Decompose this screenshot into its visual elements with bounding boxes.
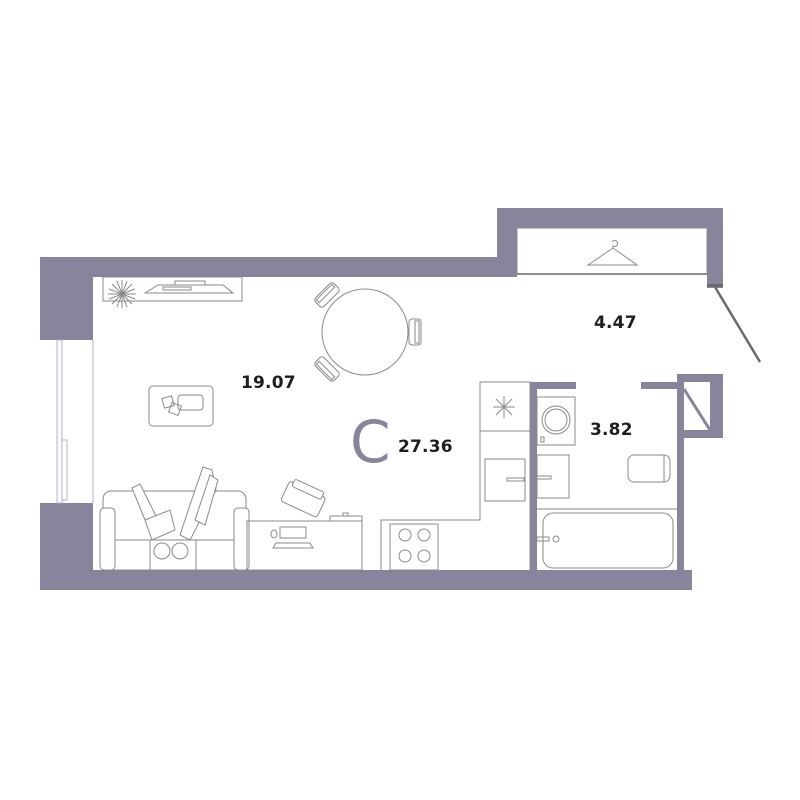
room-area-living: 19.07 xyxy=(241,373,296,393)
washing-machine-icon xyxy=(536,396,576,446)
stove-icon xyxy=(389,523,439,571)
coffee-table-icon xyxy=(148,385,214,427)
apartment-type-badge: C xyxy=(350,408,391,476)
hanger-icon xyxy=(586,239,639,266)
walls xyxy=(40,208,723,590)
total-area-label: 27.36 xyxy=(398,437,453,457)
people-icon xyxy=(131,466,219,560)
dining-table-icon xyxy=(314,282,422,382)
sink-icon xyxy=(484,458,526,502)
armchair-icon xyxy=(280,479,326,518)
desk-icon xyxy=(246,512,363,571)
fridge-icon xyxy=(479,381,531,432)
entrance-door-icon[interactable] xyxy=(707,284,762,363)
bathroom-sink-icon xyxy=(536,454,570,499)
toilet-icon xyxy=(627,454,671,483)
bathtub-icon xyxy=(536,512,674,569)
room-area-hall: 4.47 xyxy=(594,313,637,333)
shaft-icon xyxy=(682,388,712,431)
wardrobe xyxy=(516,227,708,275)
monitor-icon xyxy=(270,526,314,549)
window-icon xyxy=(56,339,94,504)
tv-unit-icon xyxy=(102,276,243,302)
plant-icon xyxy=(108,280,136,308)
room-area-bath: 3.82 xyxy=(590,420,633,440)
sofa-icon xyxy=(99,490,250,571)
